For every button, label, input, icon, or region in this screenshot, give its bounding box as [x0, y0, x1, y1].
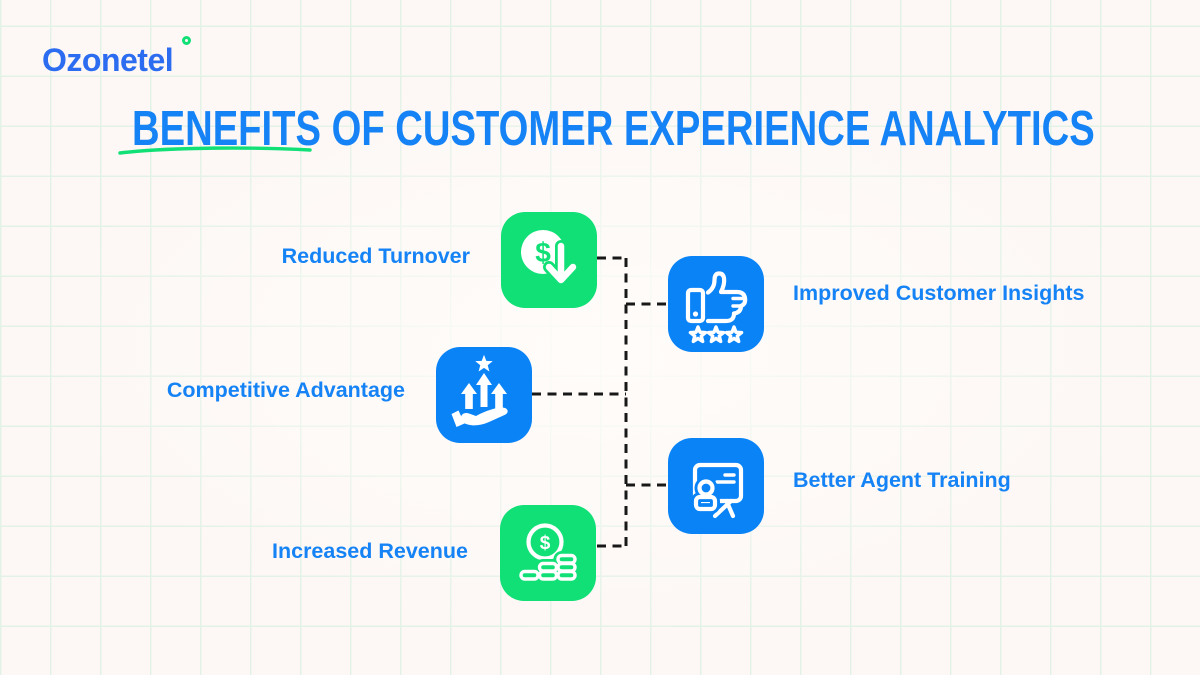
- benefit-tile-customer-insights: [668, 256, 764, 352]
- benefit-label-competitive-advantage: Competitive Advantage: [166, 378, 405, 402]
- benefit-tile-increased-revenue: $: [500, 505, 596, 601]
- logo-ring-icon: [182, 36, 192, 45]
- page-title: BENEFITS OF CUSTOMER EXPERIENCE ANALYTIC…: [132, 102, 1095, 156]
- benefit-label-agent-training: Better Agent Training: [793, 468, 1011, 492]
- dollar-glyph: $: [535, 237, 551, 268]
- benefit-tile-reduced-turnover: $: [501, 212, 597, 308]
- money-decrease-icon: $: [521, 230, 579, 286]
- benefit-tile-agent-training: [668, 438, 764, 534]
- presentation-trainer-icon: [691, 462, 744, 519]
- dollar-glyph: $: [540, 533, 551, 554]
- title-underline: [118, 146, 312, 155]
- benefit-label-increased-revenue: Increased Revenue: [272, 539, 468, 563]
- coins-stack-icon: $: [516, 523, 580, 584]
- benefit-label-reduced-turnover: Reduced Turnover: [281, 244, 470, 268]
- benefit-label-customer-insights: Improved Customer Insights: [793, 281, 1085, 305]
- thumbs-up-rating-icon: [685, 271, 748, 344]
- benefit-tile-competitive-advantage: [436, 347, 532, 443]
- logo-text: Ozonetel: [42, 42, 174, 78]
- hand-growth-arrows-icon: [451, 354, 508, 427]
- ozonetel-logo: Ozonetel: [42, 36, 192, 79]
